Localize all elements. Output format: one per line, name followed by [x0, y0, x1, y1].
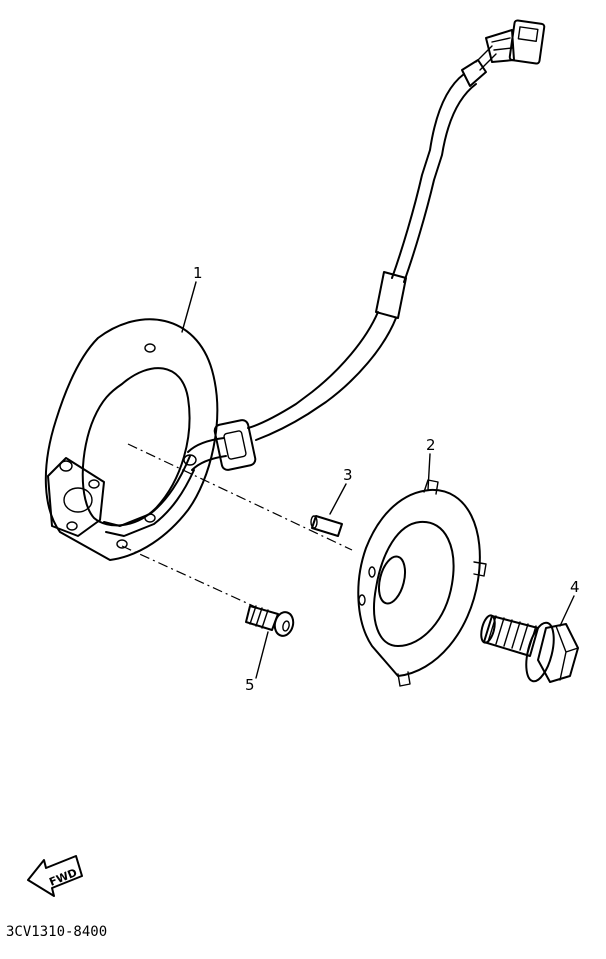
grommet	[213, 419, 257, 471]
leader-3	[329, 483, 347, 515]
leader-1	[181, 281, 197, 333]
forward-arrow-icon: FWD	[27, 855, 83, 897]
part-5-screw	[245, 605, 295, 637]
part-1-pickup-plate	[44, 318, 219, 561]
leader-2	[427, 453, 431, 491]
part-2-rotor-plate	[357, 479, 487, 687]
callout-1: 1	[193, 264, 203, 282]
assembly-centerline-1	[127, 443, 353, 551]
leader-4	[559, 595, 575, 627]
assembly-centerline-2	[121, 545, 263, 611]
leader-5	[255, 631, 269, 679]
callout-2: 2	[426, 436, 436, 454]
pickup-coil	[47, 457, 105, 537]
part-4-flange-bolt	[480, 614, 579, 683]
connector-plug	[485, 19, 546, 65]
callout-3: 3	[343, 466, 353, 484]
wire-harness	[187, 19, 546, 471]
drawing-code: 3CV1310-8400	[6, 924, 107, 940]
callout-4: 4	[570, 578, 580, 596]
fwd-label: FWD	[47, 866, 79, 889]
callout-5: 5	[245, 676, 255, 694]
part-3-dowel-pin	[310, 515, 343, 537]
